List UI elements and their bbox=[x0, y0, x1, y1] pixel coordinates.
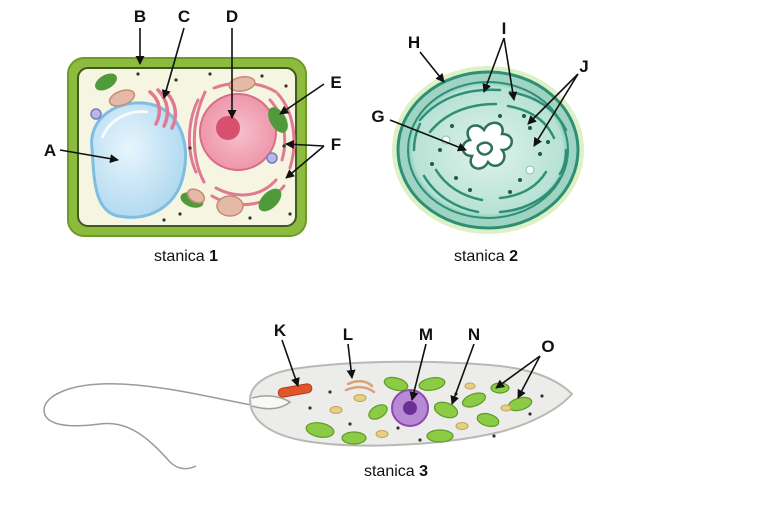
label-c: C bbox=[178, 7, 190, 26]
nucleolus bbox=[216, 116, 240, 140]
label-m: M bbox=[419, 325, 433, 344]
caption-number: 1 bbox=[209, 248, 218, 265]
caption-number: 2 bbox=[509, 248, 518, 265]
label-e: E bbox=[330, 73, 341, 92]
caption-cell-2: stanica 2 bbox=[454, 248, 518, 265]
label-a: A bbox=[44, 141, 56, 160]
caption-number: 3 bbox=[419, 463, 428, 480]
label-i: I bbox=[502, 19, 507, 38]
bacterial-cell bbox=[392, 66, 584, 234]
mitochondrion bbox=[108, 75, 256, 217]
euglena-cell bbox=[43, 360, 574, 470]
caption-word: stanica bbox=[154, 248, 205, 265]
arrows-cell-2 bbox=[389, 37, 579, 152]
label-o: O bbox=[541, 337, 554, 356]
chloroplasts bbox=[305, 376, 533, 445]
label-g: G bbox=[371, 107, 384, 126]
label-f: F bbox=[331, 135, 341, 154]
caption-cell-3: stanica 3 bbox=[364, 463, 428, 480]
label-l: L bbox=[343, 325, 353, 344]
label-b: B bbox=[134, 7, 146, 26]
label-k: K bbox=[274, 321, 287, 340]
label-n: N bbox=[468, 325, 480, 344]
arrows-cell-1 bbox=[59, 27, 325, 179]
caption-word: stanica bbox=[454, 248, 505, 265]
arrows-cell-3 bbox=[281, 339, 541, 405]
caption-cell-1: stanica 1 bbox=[154, 248, 218, 265]
nucleoid bbox=[461, 121, 513, 170]
flagellum bbox=[43, 383, 269, 470]
label-d: D bbox=[226, 7, 238, 26]
vacuole bbox=[90, 101, 187, 219]
caption-word: stanica bbox=[364, 463, 415, 480]
label-h: H bbox=[408, 33, 420, 52]
plant-cell bbox=[67, 57, 307, 237]
label-j: J bbox=[579, 57, 588, 76]
